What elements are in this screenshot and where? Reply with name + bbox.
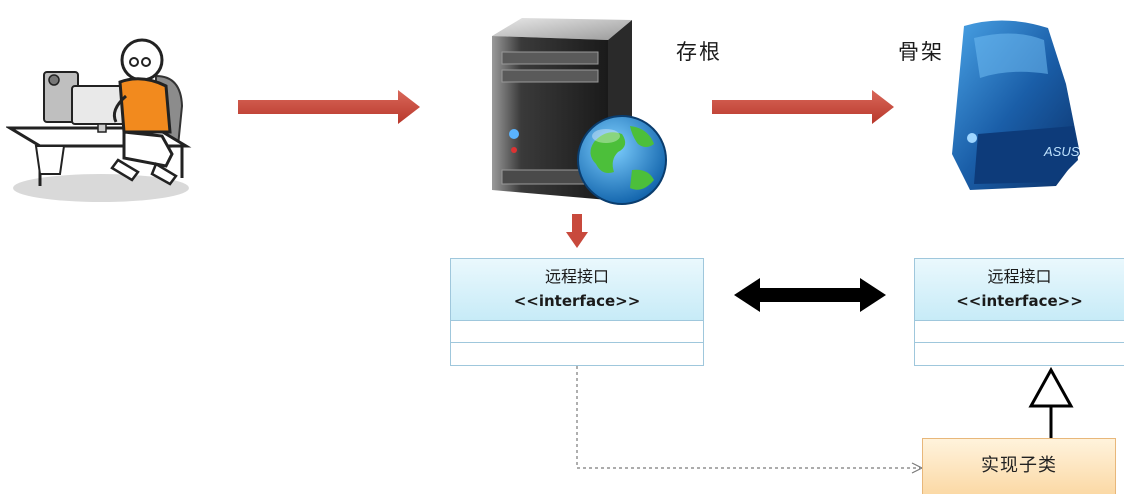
server-remote-interface-box: 远程接口 <<interface>>	[914, 258, 1124, 366]
client-remote-interface-box: 远程接口 <<interface>>	[450, 258, 704, 366]
stub-down-arrow	[566, 214, 588, 248]
server-interface-stereotype: <<interface>>	[956, 292, 1083, 310]
dependency-dashed-line	[576, 366, 924, 474]
stub-label: 存根	[676, 40, 722, 64]
client-interface-stereotype: <<interface>>	[513, 292, 641, 310]
asus-logo: ASUS	[1043, 144, 1080, 159]
realization-arrow	[1028, 366, 1074, 438]
stub-to-skeleton-arrow	[712, 90, 894, 124]
skeleton-label: 骨架	[898, 40, 944, 64]
client-interface-methods-row	[451, 343, 703, 365]
implementation-subclass-name: 实现子类	[981, 455, 1057, 476]
client-interface-name: 远程接口	[544, 267, 609, 286]
client-workstation-icon	[6, 38, 192, 202]
skeleton-server-icon: ASUS	[952, 20, 1080, 191]
client-to-stub-arrow	[238, 90, 420, 124]
server-interface-name: 远程接口	[987, 267, 1052, 286]
server-interface-header: 远程接口 <<interface>>	[915, 259, 1124, 321]
stub-server-icon	[492, 18, 667, 205]
server-interface-methods-row	[915, 343, 1124, 365]
server-interface-attributes-row	[915, 321, 1124, 343]
client-interface-header: 远程接口 <<interface>>	[451, 259, 703, 321]
client-interface-attributes-row	[451, 321, 703, 343]
implementation-subclass-box: 实现子类	[922, 438, 1116, 494]
bidirectional-link-arrow	[734, 278, 886, 312]
